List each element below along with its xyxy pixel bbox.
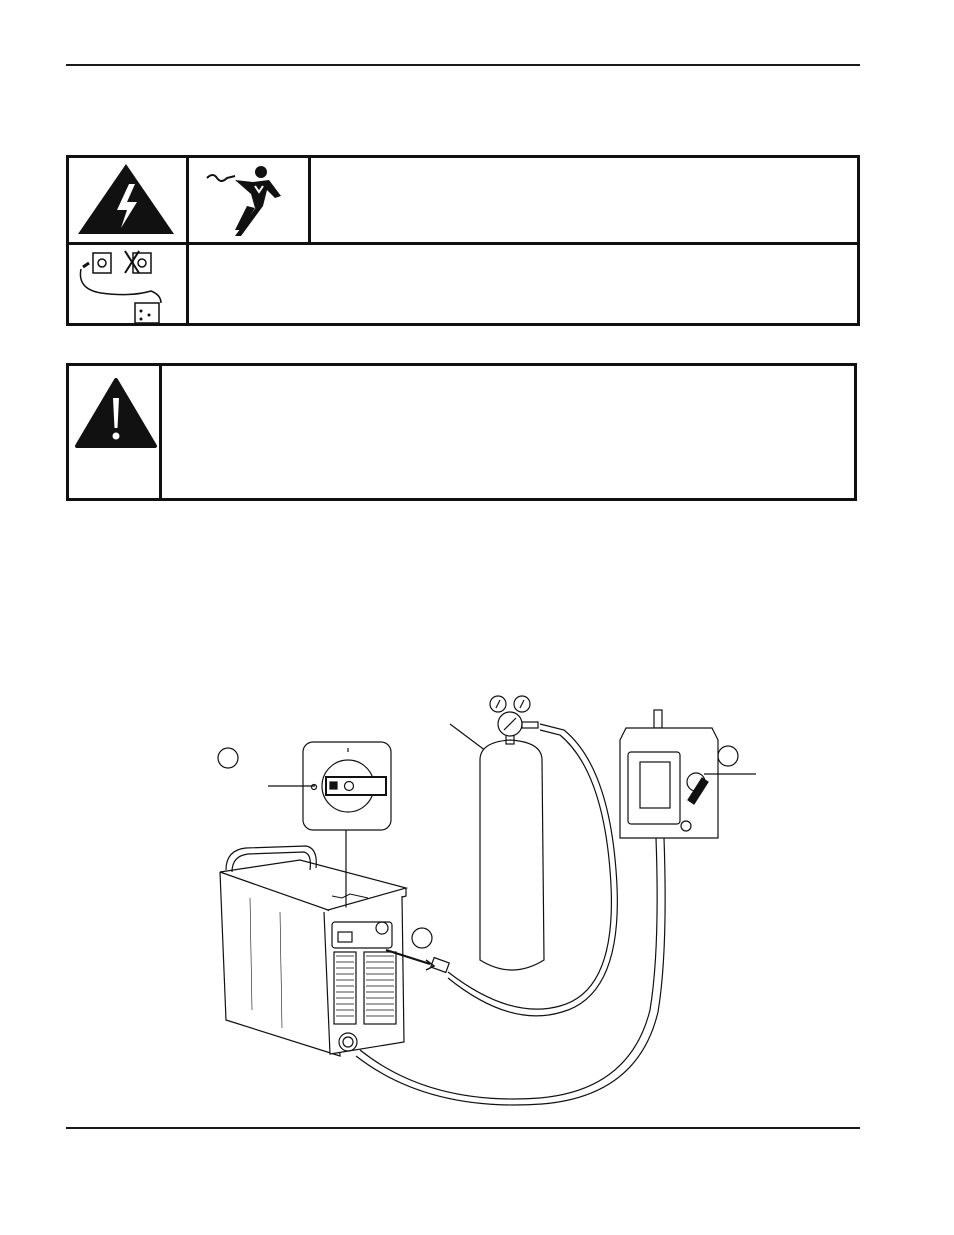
callout-1 xyxy=(217,747,239,769)
disconnect-text-cell xyxy=(189,245,857,323)
caution-text-cell xyxy=(162,366,854,498)
disconnect-switch-box xyxy=(355,709,756,1106)
callout-3 xyxy=(717,745,739,767)
danger-panel-row-1 xyxy=(69,158,857,245)
caution-panel xyxy=(66,363,857,501)
shock-person-icon xyxy=(206,166,281,236)
callout-2 xyxy=(411,927,433,949)
disconnect-icon-cell xyxy=(69,245,189,324)
exclamation-triangle-icon xyxy=(75,378,157,448)
gas-supply-hose xyxy=(385,723,618,1017)
electric-shock-triangle-icon xyxy=(78,164,174,234)
danger-panel xyxy=(66,155,860,326)
installation-figure xyxy=(180,690,800,1120)
disconnect-power-icon xyxy=(79,250,162,324)
danger-panel-row-2 xyxy=(69,245,857,324)
danger-icon-cell xyxy=(69,158,189,242)
danger-text-cell xyxy=(311,158,857,242)
footer-rule xyxy=(66,1127,860,1129)
shock-person-cell xyxy=(189,158,311,242)
caution-icon-cell xyxy=(69,366,162,498)
gas-cylinder-with-regulator xyxy=(449,695,545,971)
power-supply-unit xyxy=(219,845,409,1057)
header-rule xyxy=(66,64,860,66)
